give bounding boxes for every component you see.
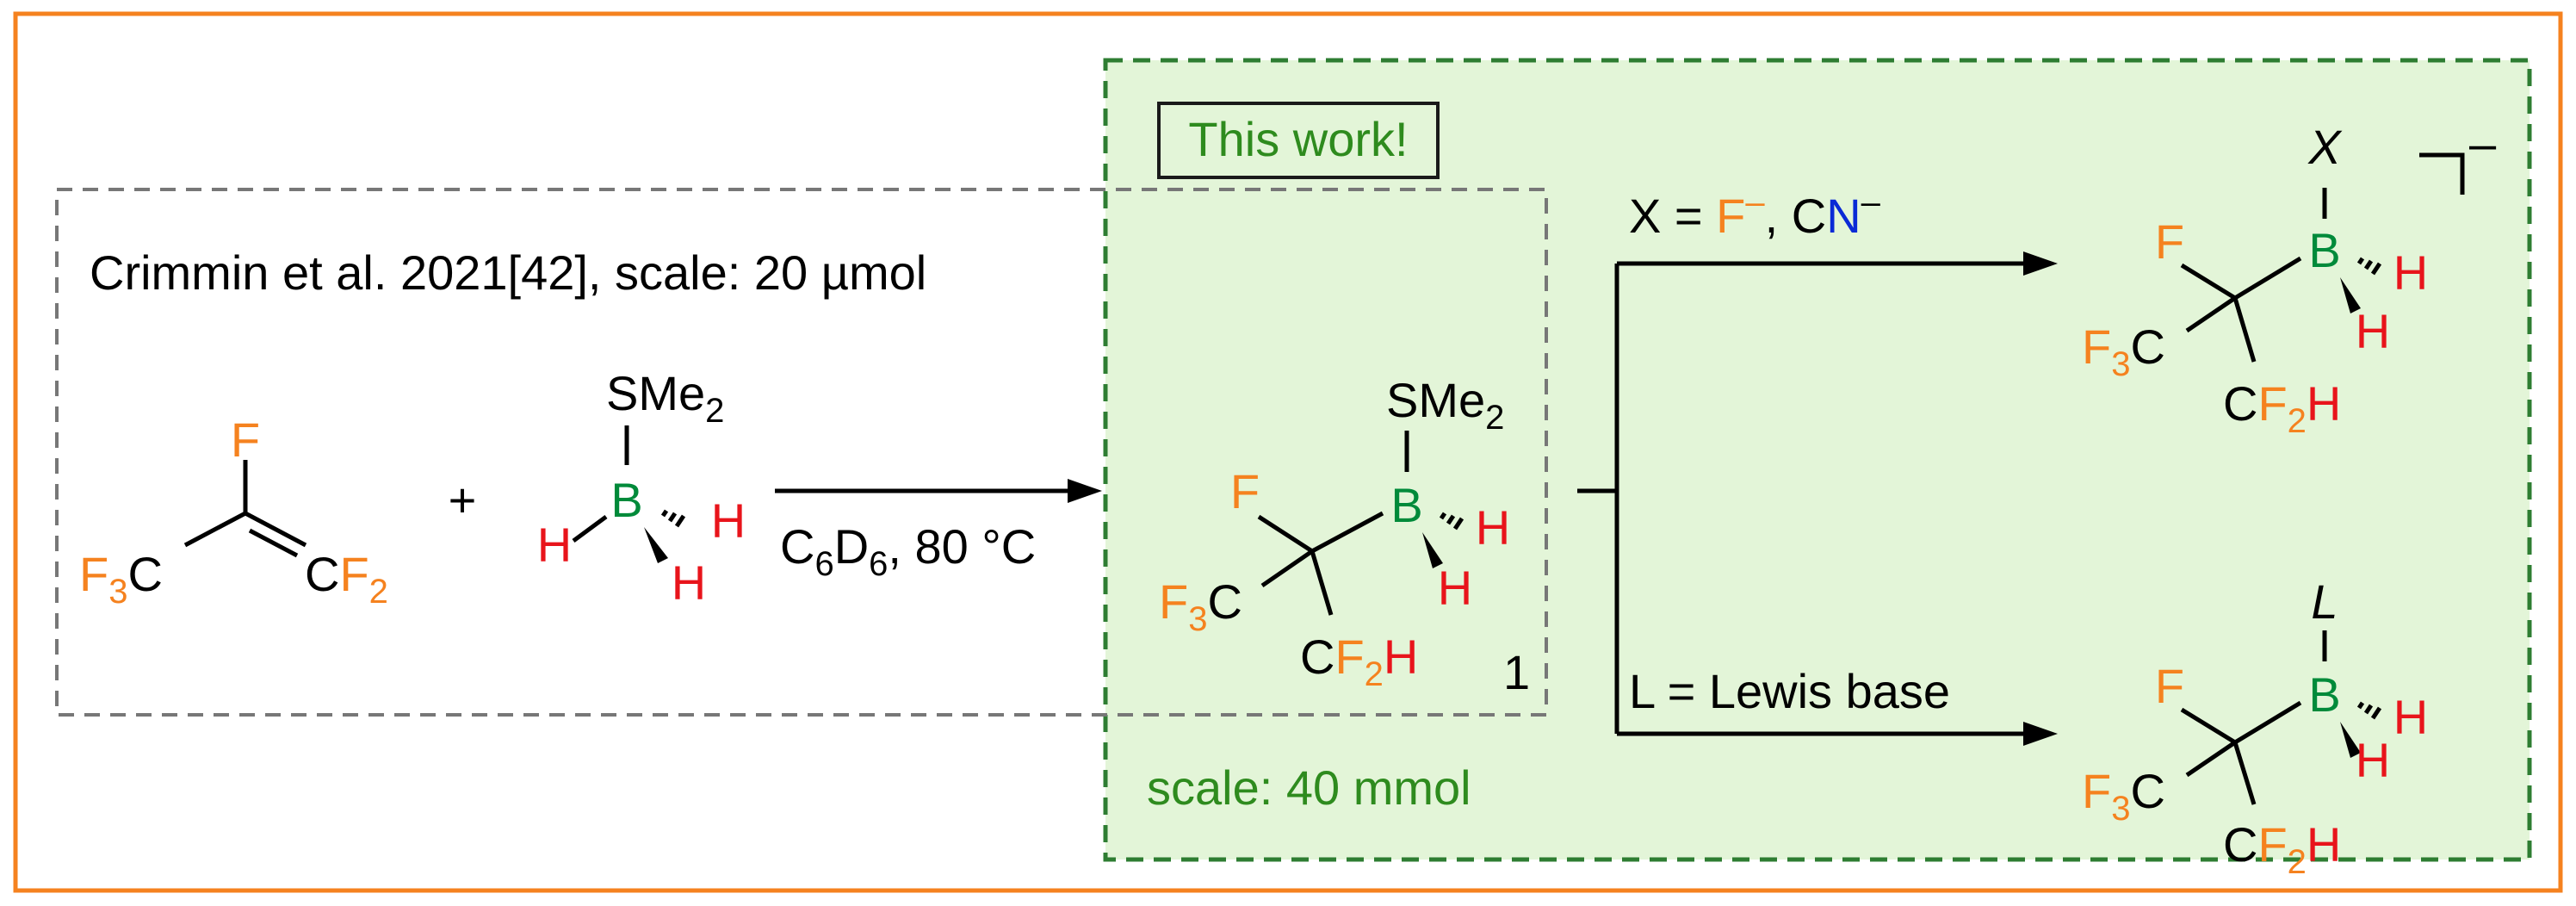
svg-text:SMe2: SMe2	[606, 366, 724, 430]
svg-text:H: H	[672, 555, 706, 610]
svg-text:B: B	[610, 473, 642, 527]
svg-text:B: B	[2308, 667, 2340, 722]
svg-text:H: H	[2393, 245, 2428, 300]
plus-sign: +	[449, 473, 477, 527]
svg-text:F: F	[1230, 464, 1260, 518]
svg-text:F3C: F3C	[1159, 574, 1242, 638]
svg-text:H: H	[711, 493, 746, 548]
svg-text:CF2H: CF2H	[2223, 376, 2341, 440]
svg-text:CF2H: CF2H	[1300, 630, 1418, 693]
citation-label: Crimmin et al. 2021[42], scale: 20 µmol	[90, 245, 926, 300]
svg-text:H: H	[537, 518, 572, 572]
svg-text:F3C: F3C	[2082, 320, 2165, 383]
compound-1: SMe2 B F F3C CF2H H H 1	[1159, 373, 1530, 699]
svg-text:F3C: F3C	[2082, 764, 2165, 828]
svg-text:F3C: F3C	[79, 547, 163, 611]
branch-top-label: X = F–, CN–	[1629, 183, 1881, 243]
svg-text:X: X	[2307, 120, 2343, 174]
svg-text:H: H	[2356, 304, 2390, 358]
svg-text:CF2: CF2	[305, 547, 388, 611]
product-borate-anion: X B F F3C CF2H H H –	[2082, 116, 2497, 440]
svg-text:–: –	[2469, 116, 2497, 171]
svg-text:H: H	[2393, 690, 2428, 744]
svg-text:CF2H: CF2H	[2223, 817, 2341, 881]
svg-text:H: H	[2356, 733, 2390, 787]
svg-text:L: L	[2311, 574, 2338, 629]
svg-text:H: H	[1438, 561, 1472, 615]
svg-text:SMe2: SMe2	[1386, 373, 1504, 437]
hexafluoropropene: F F3C CF2	[79, 413, 388, 611]
svg-text:F: F	[231, 413, 260, 467]
scale-label: scale: 40 mmol	[1147, 760, 1471, 815]
this-work-box	[1103, 58, 2532, 862]
outer-frame	[13, 11, 2563, 893]
this-work-banner	[1157, 102, 1440, 179]
compound-number: 1	[1503, 645, 1530, 699]
svg-text:B: B	[1390, 478, 1422, 532]
svg-text:F: F	[2155, 214, 2184, 269]
svg-text:H: H	[1476, 500, 1510, 555]
this-work-label: This work!	[1188, 112, 1408, 166]
svg-text:F: F	[2155, 659, 2184, 713]
product-lewis-base-adduct: L B F F3C CF2H H H	[2082, 574, 2428, 881]
svg-text:B: B	[2308, 223, 2340, 277]
reaction-conditions: C6D6, 80 °C	[780, 519, 1036, 583]
branch-bottom-label: L = Lewis base	[1629, 664, 1950, 718]
borane-dimethylsulfide: SMe2 B H H H	[537, 366, 746, 610]
